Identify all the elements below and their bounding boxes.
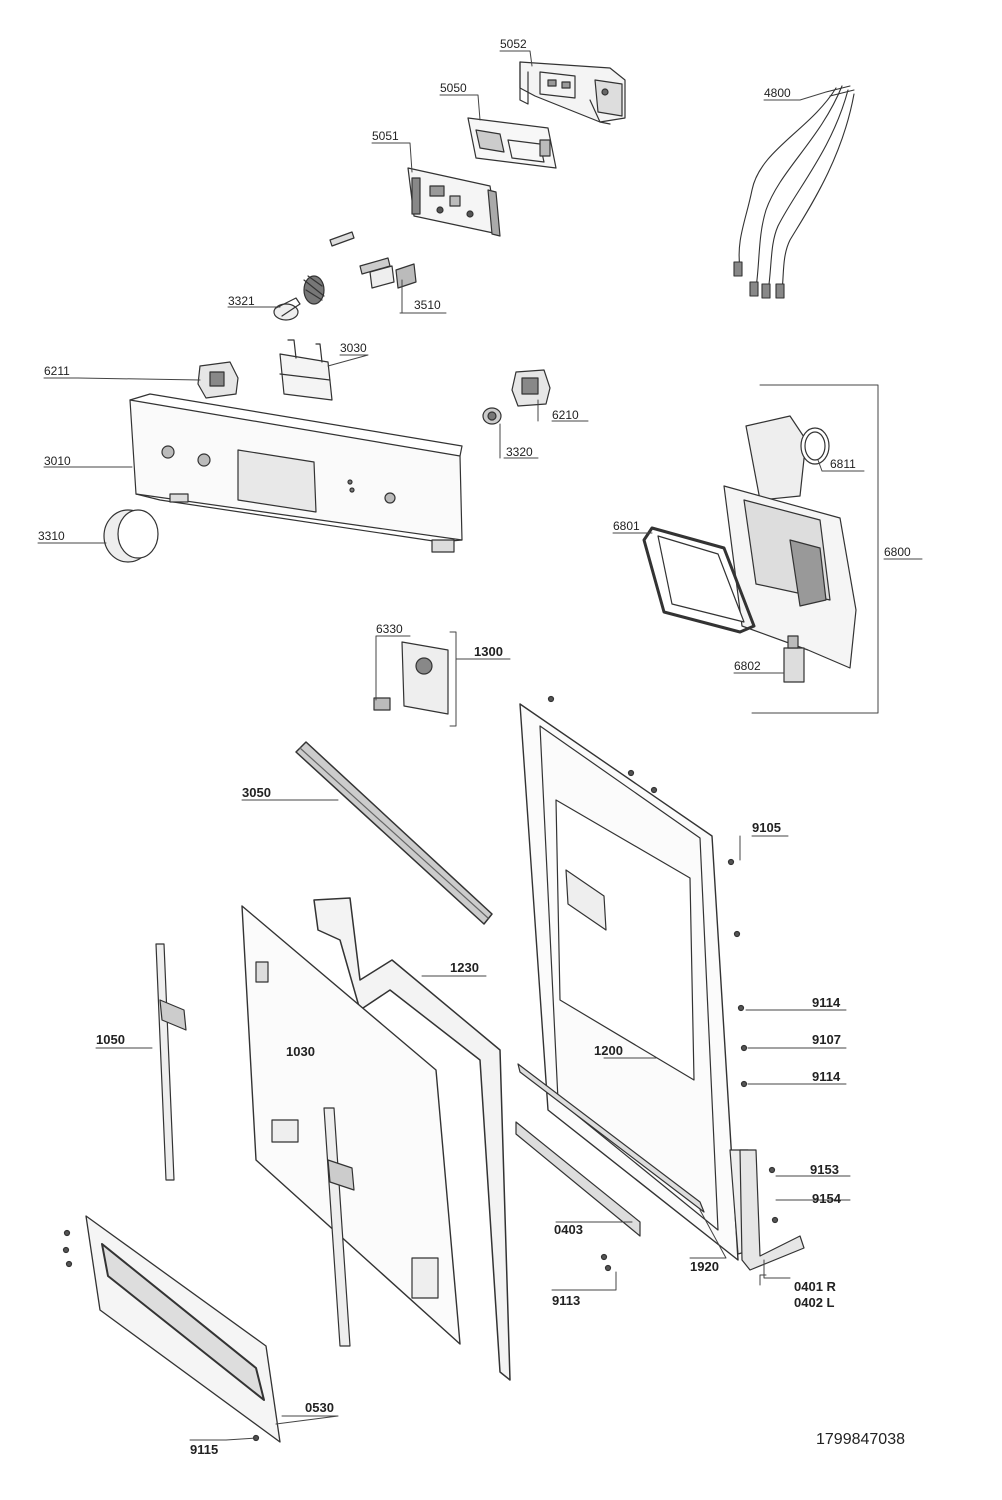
label-0530: 0530 bbox=[305, 1400, 334, 1415]
label-6211: 6211 bbox=[44, 364, 70, 378]
label-3510: 3510 bbox=[414, 298, 441, 312]
part-3310-drawing bbox=[103, 509, 159, 563]
label-9115: 9115 bbox=[190, 1442, 219, 1457]
label-9113: 9113 bbox=[552, 1293, 581, 1308]
label-9114-lower: 9114 bbox=[812, 1069, 841, 1084]
label-6801: 6801 bbox=[613, 519, 640, 533]
part-6210-drawing bbox=[511, 369, 551, 407]
part-1030-drawing bbox=[241, 905, 461, 1345]
label-1030: 1030 bbox=[286, 1044, 315, 1059]
label-3321: 3321 bbox=[228, 294, 255, 308]
label-9153: 9153 bbox=[810, 1162, 839, 1177]
label-3050: 3050 bbox=[242, 785, 271, 800]
label-3310: 3310 bbox=[38, 529, 65, 543]
part-5052-drawing bbox=[519, 61, 626, 125]
label-6802: 6802 bbox=[734, 659, 761, 673]
label-9107: 9107 bbox=[812, 1032, 841, 1047]
part-5051-drawing bbox=[407, 167, 501, 237]
label-1200: 1200 bbox=[594, 1043, 623, 1058]
small-parts-drawing bbox=[273, 231, 417, 321]
part-1200-drawing bbox=[519, 703, 753, 1261]
label-3320: 3320 bbox=[506, 445, 533, 459]
part-1050-drawing bbox=[155, 943, 355, 1347]
label-9105: 9105 bbox=[752, 820, 781, 835]
part-1230-drawing bbox=[313, 897, 511, 1381]
label-9114-upper: 9114 bbox=[812, 995, 841, 1010]
part-6802-drawing bbox=[783, 635, 805, 683]
part-3050-drawing bbox=[295, 741, 493, 925]
label-1300: 1300 bbox=[474, 644, 503, 659]
screws-drawing bbox=[62, 695, 779, 1442]
label-4800: 4800 bbox=[764, 86, 791, 100]
label-0401-r: 0401 R bbox=[794, 1279, 836, 1294]
part-5050-drawing bbox=[467, 117, 557, 169]
part-6801-drawing bbox=[642, 526, 756, 634]
label-6330: 6330 bbox=[376, 622, 403, 636]
strips-drawing bbox=[515, 1063, 705, 1237]
label-0402-l: 0402 L bbox=[794, 1295, 835, 1310]
label-3010: 3010 bbox=[44, 454, 71, 468]
label-6800: 6800 bbox=[884, 545, 911, 559]
part-6800-drawing bbox=[723, 415, 857, 669]
label-1050: 1050 bbox=[96, 1032, 125, 1047]
label-5052: 5052 bbox=[500, 37, 527, 51]
label-0403: 0403 bbox=[554, 1222, 583, 1237]
label-1920: 1920 bbox=[690, 1259, 719, 1274]
label-9154: 9154 bbox=[812, 1191, 841, 1206]
part-0530-drawing bbox=[85, 1215, 281, 1443]
label-6210: 6210 bbox=[552, 408, 579, 422]
label-5050: 5050 bbox=[440, 81, 467, 95]
part-6211-drawing bbox=[197, 361, 239, 399]
label-3030: 3030 bbox=[340, 341, 367, 355]
part-4800-drawing bbox=[733, 85, 855, 299]
label-6811: 6811 bbox=[830, 457, 856, 471]
leader-lines bbox=[37, 50, 923, 1441]
label-1230: 1230 bbox=[450, 960, 479, 975]
part-3030-drawing bbox=[279, 339, 333, 401]
part-3010-drawing bbox=[129, 393, 463, 553]
part-0401-drawing bbox=[739, 1149, 805, 1271]
part-1300-drawing bbox=[373, 641, 449, 715]
label-5051: 5051 bbox=[372, 129, 399, 143]
part-3320-drawing bbox=[482, 407, 502, 425]
document-number: 1799847038 bbox=[816, 1431, 905, 1448]
